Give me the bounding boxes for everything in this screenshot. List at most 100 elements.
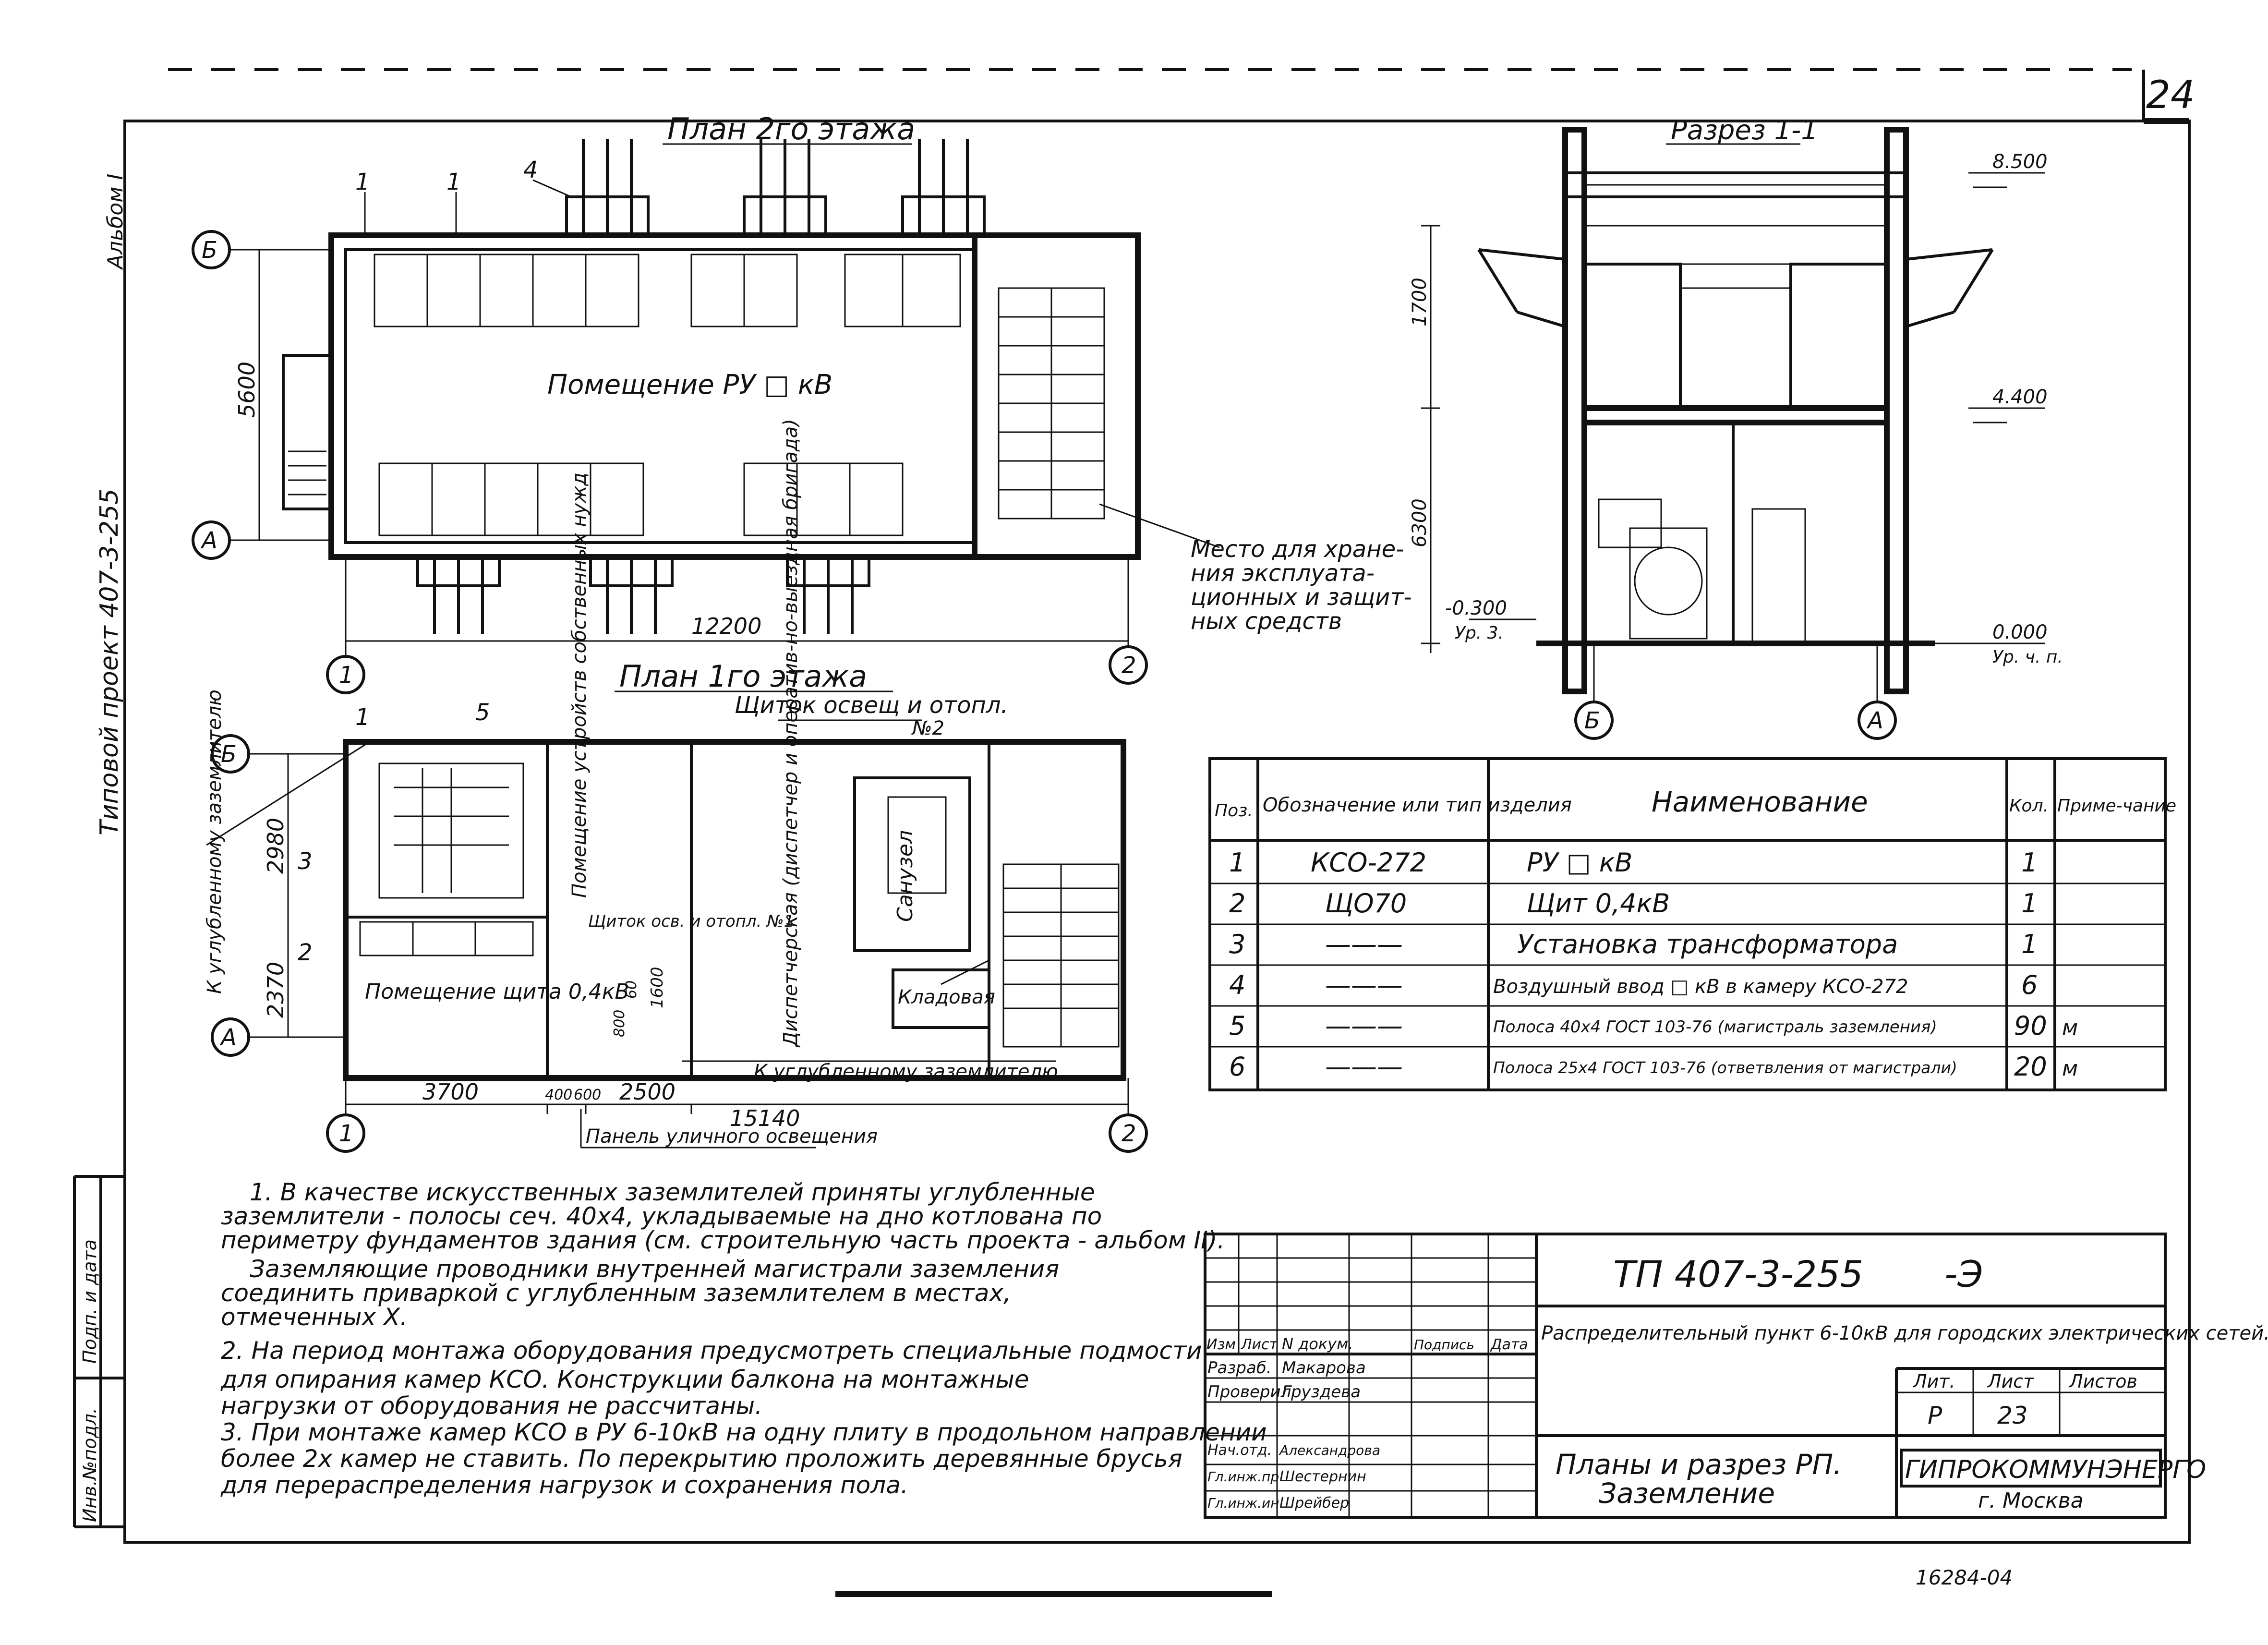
tb-org-box bbox=[1900, 1449, 2162, 1488]
spec-header-qty: Кол. bbox=[2009, 796, 2049, 816]
spec-header-code: Обозначение или тип изделия bbox=[1263, 794, 1572, 816]
plan1-dim-600: 600 bbox=[574, 1087, 601, 1103]
plan2-top-insulators bbox=[565, 139, 986, 237]
plan2-bottom-insulators bbox=[416, 556, 870, 634]
tb-sheet-title-1: Планы и разрез РП. bbox=[1556, 1448, 1842, 1481]
note-line-7: 2. На период монтажа оборудования предус… bbox=[221, 1337, 1202, 1365]
spec-header-pos: Поз. bbox=[1215, 801, 1253, 821]
plan1-ground-label: К углубленному заземлителю bbox=[754, 1061, 1058, 1083]
note-line-8: для опирания камер КСО. Конструкции балк… bbox=[220, 1366, 1029, 1393]
plan1-dim-2980: 2980 bbox=[263, 818, 289, 874]
section-axis-b: Б bbox=[1584, 707, 1600, 734]
plan2-axis-a: А bbox=[200, 527, 217, 554]
side-inv-label: Инв.№подл. bbox=[79, 1408, 100, 1522]
note-line-2: заземлители - полосы сеч. 40х4, укладыва… bbox=[221, 1202, 1102, 1230]
plan1-room-dispatch: Диспетчерская (диспетчер и оператив-но-в… bbox=[780, 419, 802, 1048]
section-elev-minus-sub: Ур. 3. bbox=[1455, 623, 1504, 643]
spec-header-name: Наименование bbox=[1652, 786, 1868, 818]
section-elev-minus: -0.300 bbox=[1445, 597, 1507, 619]
plan1-dim-15140: 15140 bbox=[730, 1105, 800, 1131]
spec-row6-qty: 20 bbox=[2014, 1052, 2047, 1082]
plan1-room-wc: Санузел bbox=[893, 830, 917, 922]
spec-row5-note: м bbox=[2062, 1016, 2078, 1040]
plan1-street-light: Панель уличного освещения bbox=[586, 1125, 878, 1148]
section-dim-6300: 6300 bbox=[1409, 498, 1431, 547]
tb-sheets-header: Листов bbox=[2068, 1371, 2137, 1392]
note-line-5: соединить приваркой с углубленным заземл… bbox=[221, 1279, 1011, 1307]
plan2-axis-1: 1 bbox=[339, 662, 354, 689]
tb-col-izm: Изм bbox=[1206, 1336, 1236, 1353]
plan2-callout-1b: 1 bbox=[446, 169, 461, 195]
spec-row6-note: м bbox=[2062, 1056, 2078, 1081]
spec-row1-name: РУ □ кВ bbox=[1527, 847, 1632, 878]
plan2-dim-height: 5600 bbox=[234, 362, 260, 418]
section-axis-a: А bbox=[1866, 707, 1883, 734]
side-project-label: Типовой проект 407-3-255 bbox=[95, 489, 124, 835]
side-album-label: Альбом I bbox=[103, 174, 128, 270]
plan1-drawing: План 1го этажа bbox=[206, 659, 1148, 1153]
plan1-room-aux: Помещение устройств собственных нужд bbox=[568, 472, 591, 898]
spec-row5-code: ——— bbox=[1325, 1011, 1403, 1041]
plan1-axis-a: А bbox=[219, 1024, 237, 1051]
section-elev-zero-sub: Ур. ч. п. bbox=[1992, 647, 2063, 667]
tb-name-3: Александрова bbox=[1279, 1442, 1380, 1458]
spec-row3-pos: 3 bbox=[1229, 929, 1245, 959]
tb-doc-code: ТП 407-3-255 bbox=[1613, 1253, 1863, 1295]
section-elev-zero: 0.000 bbox=[1992, 621, 2048, 643]
spec-row1-code: КСО-272 bbox=[1311, 847, 1426, 878]
tb-col-sign: Подпись bbox=[1414, 1337, 1474, 1353]
spec-row3-code: ——— bbox=[1325, 929, 1403, 959]
spec-row4-code: ——— bbox=[1325, 970, 1403, 1000]
spec-row4-qty: 6 bbox=[2021, 970, 2038, 1000]
plan1-panel-1: Щиток осв. и отопл. №1 bbox=[588, 912, 794, 931]
plan1-panel-top-no: №2 bbox=[911, 717, 944, 739]
spec-header-note: Приме-чание bbox=[2057, 796, 2176, 816]
tb-sheet-title-2: Заземление bbox=[1599, 1477, 1775, 1510]
spec-row3-qty: 1 bbox=[2021, 929, 2038, 959]
tb-description: Распределительный пункт 6-10кВ для город… bbox=[1541, 1322, 2268, 1344]
tb-lit-header: Лит. bbox=[1912, 1371, 1955, 1392]
spec-row2-name: Щит 0,4кВ bbox=[1527, 888, 1670, 919]
tb-org: ГИПРОКОММУНЭНЕРГО bbox=[1905, 1455, 2206, 1484]
plan1-dim-400: 400 bbox=[545, 1087, 572, 1103]
spec-row2-qty: 1 bbox=[2021, 888, 2038, 919]
plan1-callout-1: 1 bbox=[355, 704, 370, 731]
plan1-dim-1600: 1600 bbox=[648, 967, 667, 1008]
tb-name-1: Макарова bbox=[1282, 1358, 1366, 1378]
note-line-11: более 2х камер не ставить. По перекрытию… bbox=[221, 1445, 1182, 1473]
note-line-12: для перераспределения нагрузок и сохране… bbox=[220, 1471, 908, 1499]
tb-name-4: Шестернин bbox=[1279, 1468, 1366, 1485]
plan2-room-label: Помещение РУ □ кВ bbox=[547, 369, 832, 400]
tb-role-5: Гл.инж.ин bbox=[1207, 1495, 1279, 1511]
plan1-dim-2500: 2500 bbox=[619, 1079, 676, 1105]
note-line-9: нагрузки от оборудования не рассчитаны. bbox=[221, 1392, 762, 1420]
note-line-3: периметру фундаментов здания (см. строит… bbox=[221, 1226, 1225, 1254]
spec-table-grid bbox=[1208, 757, 2167, 1091]
title-block-grid bbox=[1204, 1233, 2167, 1519]
spec-row3-name: Установка трансформатора bbox=[1517, 929, 1898, 959]
tb-city: г. Москва bbox=[1978, 1488, 2084, 1513]
plan2-callout-4: 4 bbox=[523, 157, 538, 183]
spec-row4-pos: 4 bbox=[1229, 970, 1245, 1000]
spec-row2-pos: 2 bbox=[1229, 888, 1245, 919]
plan1-panel-top: Щиток освещ и отопл. bbox=[735, 692, 1008, 719]
note-line-1: 1. В качестве искусственных заземлителей… bbox=[250, 1178, 1095, 1206]
plan1-axis-1: 1 bbox=[339, 1120, 354, 1147]
tb-sheet-header: Лист bbox=[1987, 1371, 2035, 1392]
tb-role-4: Гл.инж.пр bbox=[1207, 1469, 1279, 1485]
plan1-ground-label-left: К углубленному заземлителю bbox=[204, 689, 226, 994]
tb-lit-value: Р bbox=[1928, 1402, 1942, 1429]
bottom-stamp: 16284-04 bbox=[1916, 1566, 2013, 1589]
sheet-frame bbox=[73, 68, 2191, 1597]
spec-row6-name: Полоса 25х4 ГОСТ 103-76 (ответвления от … bbox=[1493, 1058, 1957, 1077]
side-sign-label: Подп. и дата bbox=[79, 1239, 100, 1364]
plan2-storage-line1: Место для хране- bbox=[1191, 536, 1404, 563]
notes-block: 1. В качестве искусственных заземлителей… bbox=[220, 1178, 1267, 1499]
tb-col-ndoc: N докум. bbox=[1282, 1335, 1353, 1353]
spec-row4-name: Воздушный ввод □ кВ в камеру КСО-272 bbox=[1493, 976, 1908, 998]
spec-row5-name: Полоса 40х4 ГОСТ 103-76 (магистраль зазе… bbox=[1493, 1017, 1937, 1037]
section-elev-top: 8.500 bbox=[1992, 151, 2048, 173]
tb-col-list: Лист bbox=[1241, 1336, 1279, 1353]
plan2-callout-1a: 1 bbox=[355, 169, 370, 195]
